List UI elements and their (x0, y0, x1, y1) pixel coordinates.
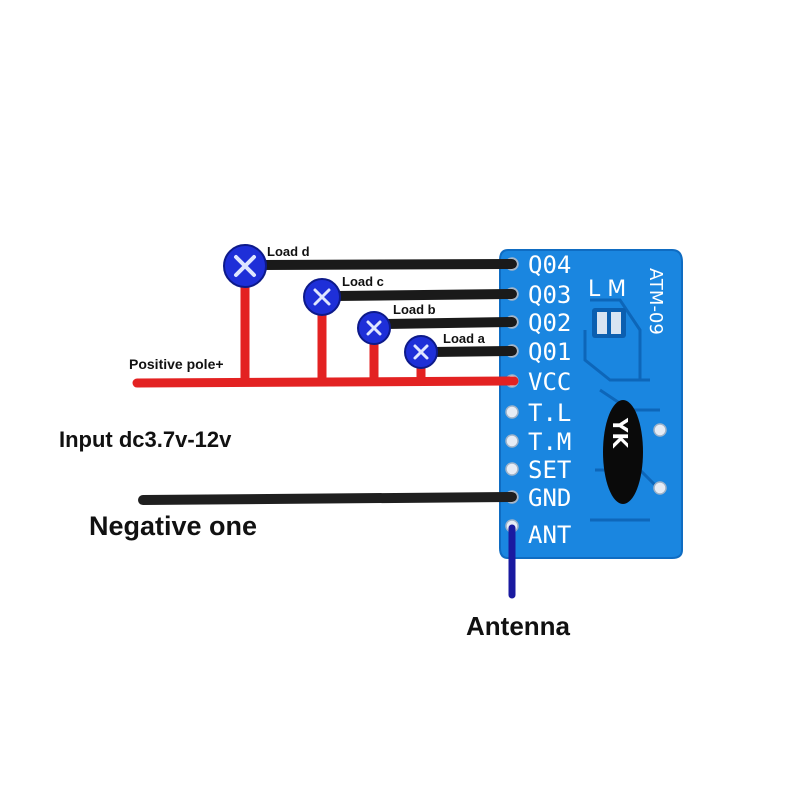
pin-label-q04: Q04 (528, 251, 571, 279)
pin-label-tm: T.M (528, 428, 571, 456)
load-b-terminal (357, 311, 391, 345)
negative-wire (138, 492, 517, 505)
load-c-terminal (303, 278, 341, 316)
antenna-label: Antenna (466, 611, 571, 641)
logo-ellipse (603, 400, 643, 504)
positive-pole-label: Positive pole+ (129, 356, 224, 372)
load-c-label: Load c (342, 274, 384, 289)
load-a-label: Load a (443, 331, 486, 346)
load-b-wire (381, 317, 517, 329)
load-c-wire (331, 289, 517, 301)
load-a-terminal (404, 335, 438, 369)
pin-label-gnd: GND (528, 484, 571, 512)
pin-label-q01: Q01 (528, 338, 571, 366)
pin-label-set: SET (528, 456, 571, 484)
pin-label-q03: Q03 (528, 281, 571, 309)
load-d-wire (255, 259, 517, 270)
load-a-wire (427, 346, 517, 357)
jumper-pads (592, 308, 626, 338)
atm-09-module: L M ATM-09 YK Q04 Q03 Q02 Q01 VCC T.L T.… (499, 249, 683, 559)
load-d-label: Load d (267, 244, 310, 259)
load-d-terminal (223, 244, 267, 288)
pin-label-q02: Q02 (528, 309, 571, 337)
lm-label: L M (588, 277, 626, 302)
load-wiring (255, 259, 517, 357)
pin-label-vcc: VCC (528, 368, 571, 396)
load-b-label: Load b (393, 302, 436, 317)
input-voltage-label: Input dc3.7v-12v (59, 427, 232, 452)
pin-label-tl: T.L (528, 399, 571, 427)
logo-text: YK (608, 417, 632, 449)
model-label: ATM-09 (645, 268, 666, 335)
negative-label: Negative one (89, 511, 257, 541)
pin-label-ant: ANT (528, 521, 571, 549)
